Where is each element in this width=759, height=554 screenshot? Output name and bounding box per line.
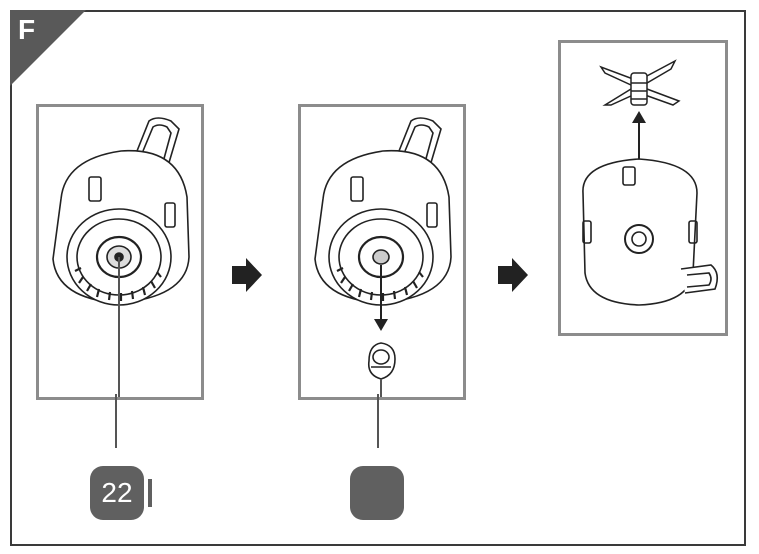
callout-badge-label: 22 xyxy=(101,477,133,508)
callout-leader-line xyxy=(115,394,117,448)
callout-badge-2 xyxy=(350,466,404,520)
jar-blade-removal-icon xyxy=(582,59,719,306)
step-panel-1 xyxy=(36,104,204,400)
blade-nut-icon xyxy=(367,342,396,380)
jar-base-icon xyxy=(52,117,190,397)
callout-badge-tail xyxy=(148,479,152,507)
step-arrow-icon xyxy=(498,258,528,292)
callout-badge-1: 22 xyxy=(90,466,144,520)
callout-leader-line xyxy=(377,394,379,448)
jar-base-nut-removal-icon xyxy=(314,117,452,397)
section-corner-tab xyxy=(10,10,86,86)
step-arrow-icon xyxy=(232,258,262,292)
section-letter: F xyxy=(18,14,36,45)
step-panel-2 xyxy=(298,104,466,400)
step-panel-3 xyxy=(558,40,728,336)
blade-assembly-icon xyxy=(599,59,681,106)
